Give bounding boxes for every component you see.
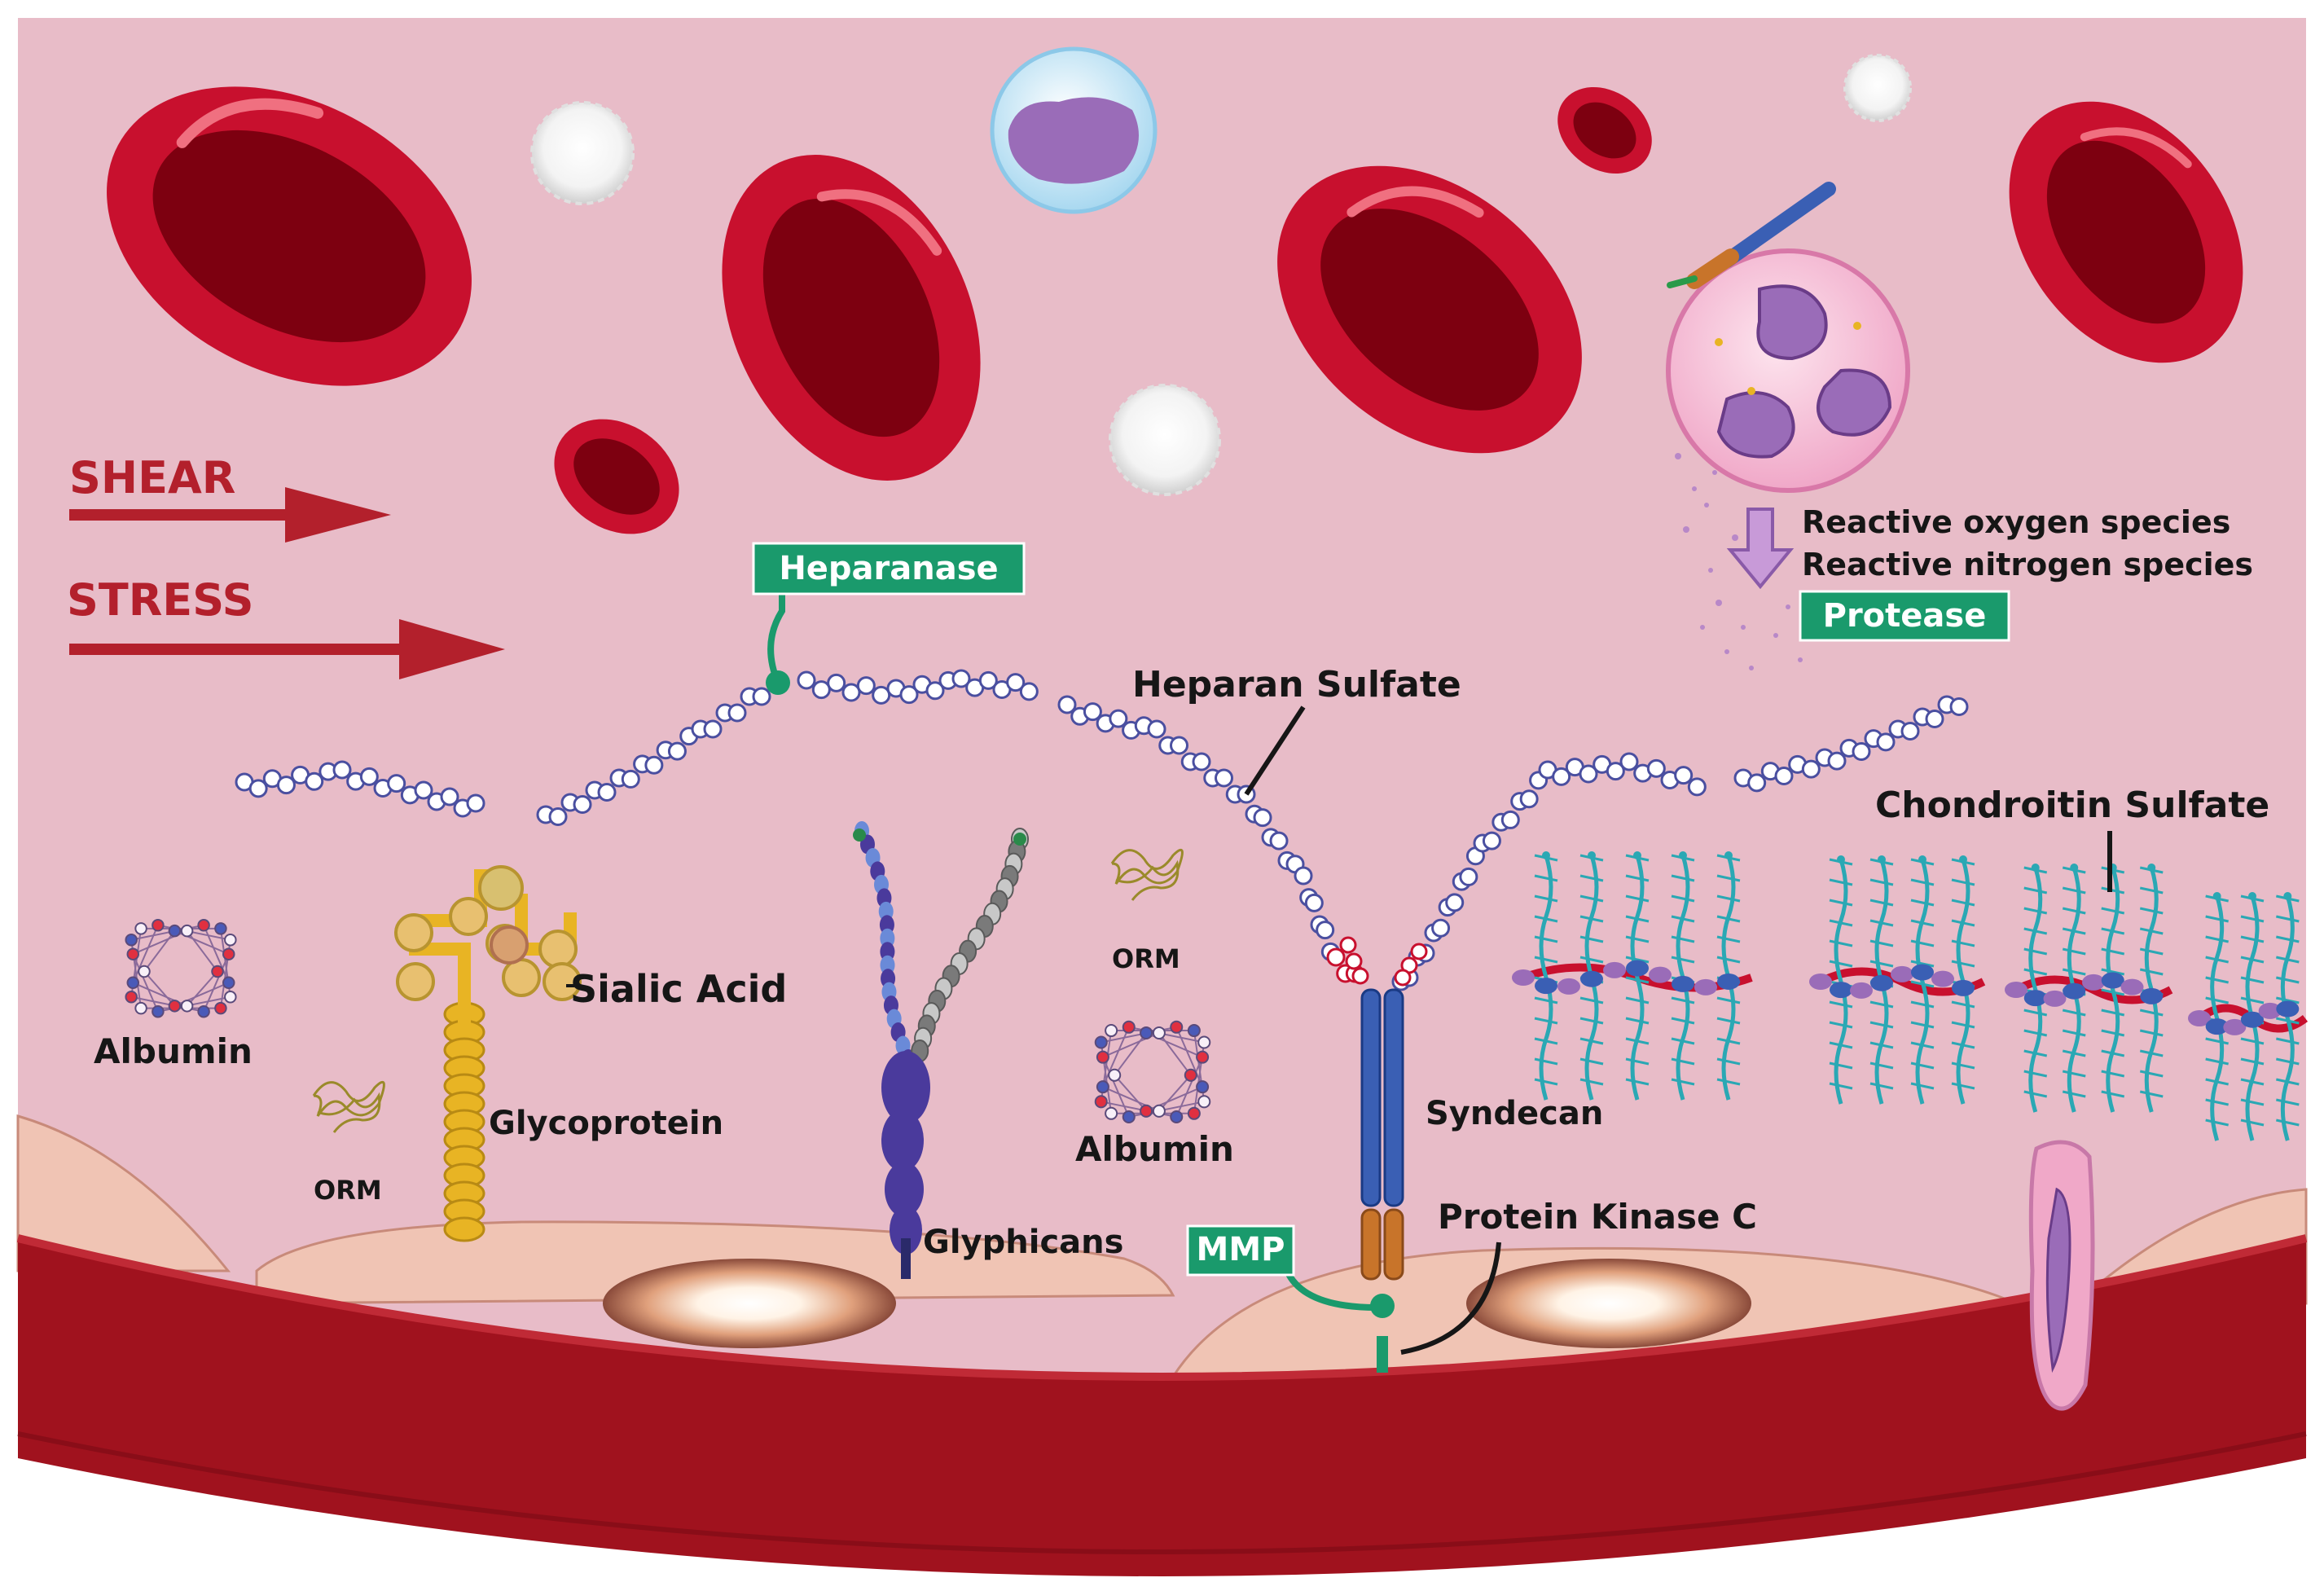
mmp-box xyxy=(1186,1224,1295,1277)
protease-label: Protease xyxy=(1823,597,1987,635)
lymphocyte xyxy=(990,46,1158,214)
nucleus-left xyxy=(603,1259,896,1348)
syndecan xyxy=(1360,988,1404,1281)
stress-label: STRESS xyxy=(67,574,254,626)
leukocyte-transmigrating xyxy=(2028,1140,2095,1411)
heparan-sulfate-leader xyxy=(1244,705,1306,796)
albumin-left-label: Albumin xyxy=(94,1031,253,1071)
rns-label: Reactive nitrogen species xyxy=(1802,547,2253,582)
albumin-center-label: Albumin xyxy=(1075,1129,1234,1169)
nucleus-right xyxy=(1466,1259,1751,1348)
heparan-sulfate-label: Heparan Sulfate xyxy=(1132,664,1461,705)
chondroitin-sulfate-chains xyxy=(1512,851,2309,1141)
protease-box xyxy=(1799,590,2010,642)
shear-label: SHEAR xyxy=(69,452,235,503)
heparanase-callout: Heparanase xyxy=(752,542,1026,695)
ros-arrow-icon xyxy=(1726,508,1795,590)
antibody xyxy=(1667,182,1836,289)
pkc-leader-line xyxy=(1400,1242,1501,1355)
glycoprotein-label: Glycoprotein xyxy=(489,1105,723,1142)
endothelial-cells xyxy=(16,1114,2308,1378)
syndecan-label: Syndecan xyxy=(1426,1095,1603,1132)
orm-proteins xyxy=(312,848,1184,1133)
shear-stress-arrows xyxy=(69,487,505,679)
albumin-molecules xyxy=(125,919,1211,1124)
mmp-callout: MMP xyxy=(1186,1224,1395,1373)
glycoprotein xyxy=(394,865,582,1242)
heparan-sulfate-chains xyxy=(235,669,1969,991)
heparanase-box xyxy=(752,542,1026,596)
heparanase-label: Heparanase xyxy=(779,550,998,587)
protein-kinase-c-label: Protein Kinase C xyxy=(1438,1197,1757,1237)
red-blood-cells xyxy=(107,86,2243,534)
sialic-acid-label: Sialic Acid xyxy=(570,967,787,1011)
orm-left-label: ORM xyxy=(314,1175,382,1206)
vessel-wall xyxy=(18,1238,2306,1576)
ros-label: Reactive oxygen species xyxy=(1802,504,2230,540)
white-cells xyxy=(530,54,1912,496)
mmp-label: MMP xyxy=(1197,1231,1285,1268)
glyphicans-label: Glyphicans xyxy=(923,1224,1123,1261)
glyphican xyxy=(853,821,1029,1279)
chondroitin-sulfate-label: Chondroitin Sulfate xyxy=(1875,785,2269,826)
orm-center-label: ORM xyxy=(1112,943,1180,974)
neutrophil xyxy=(1666,248,1910,493)
